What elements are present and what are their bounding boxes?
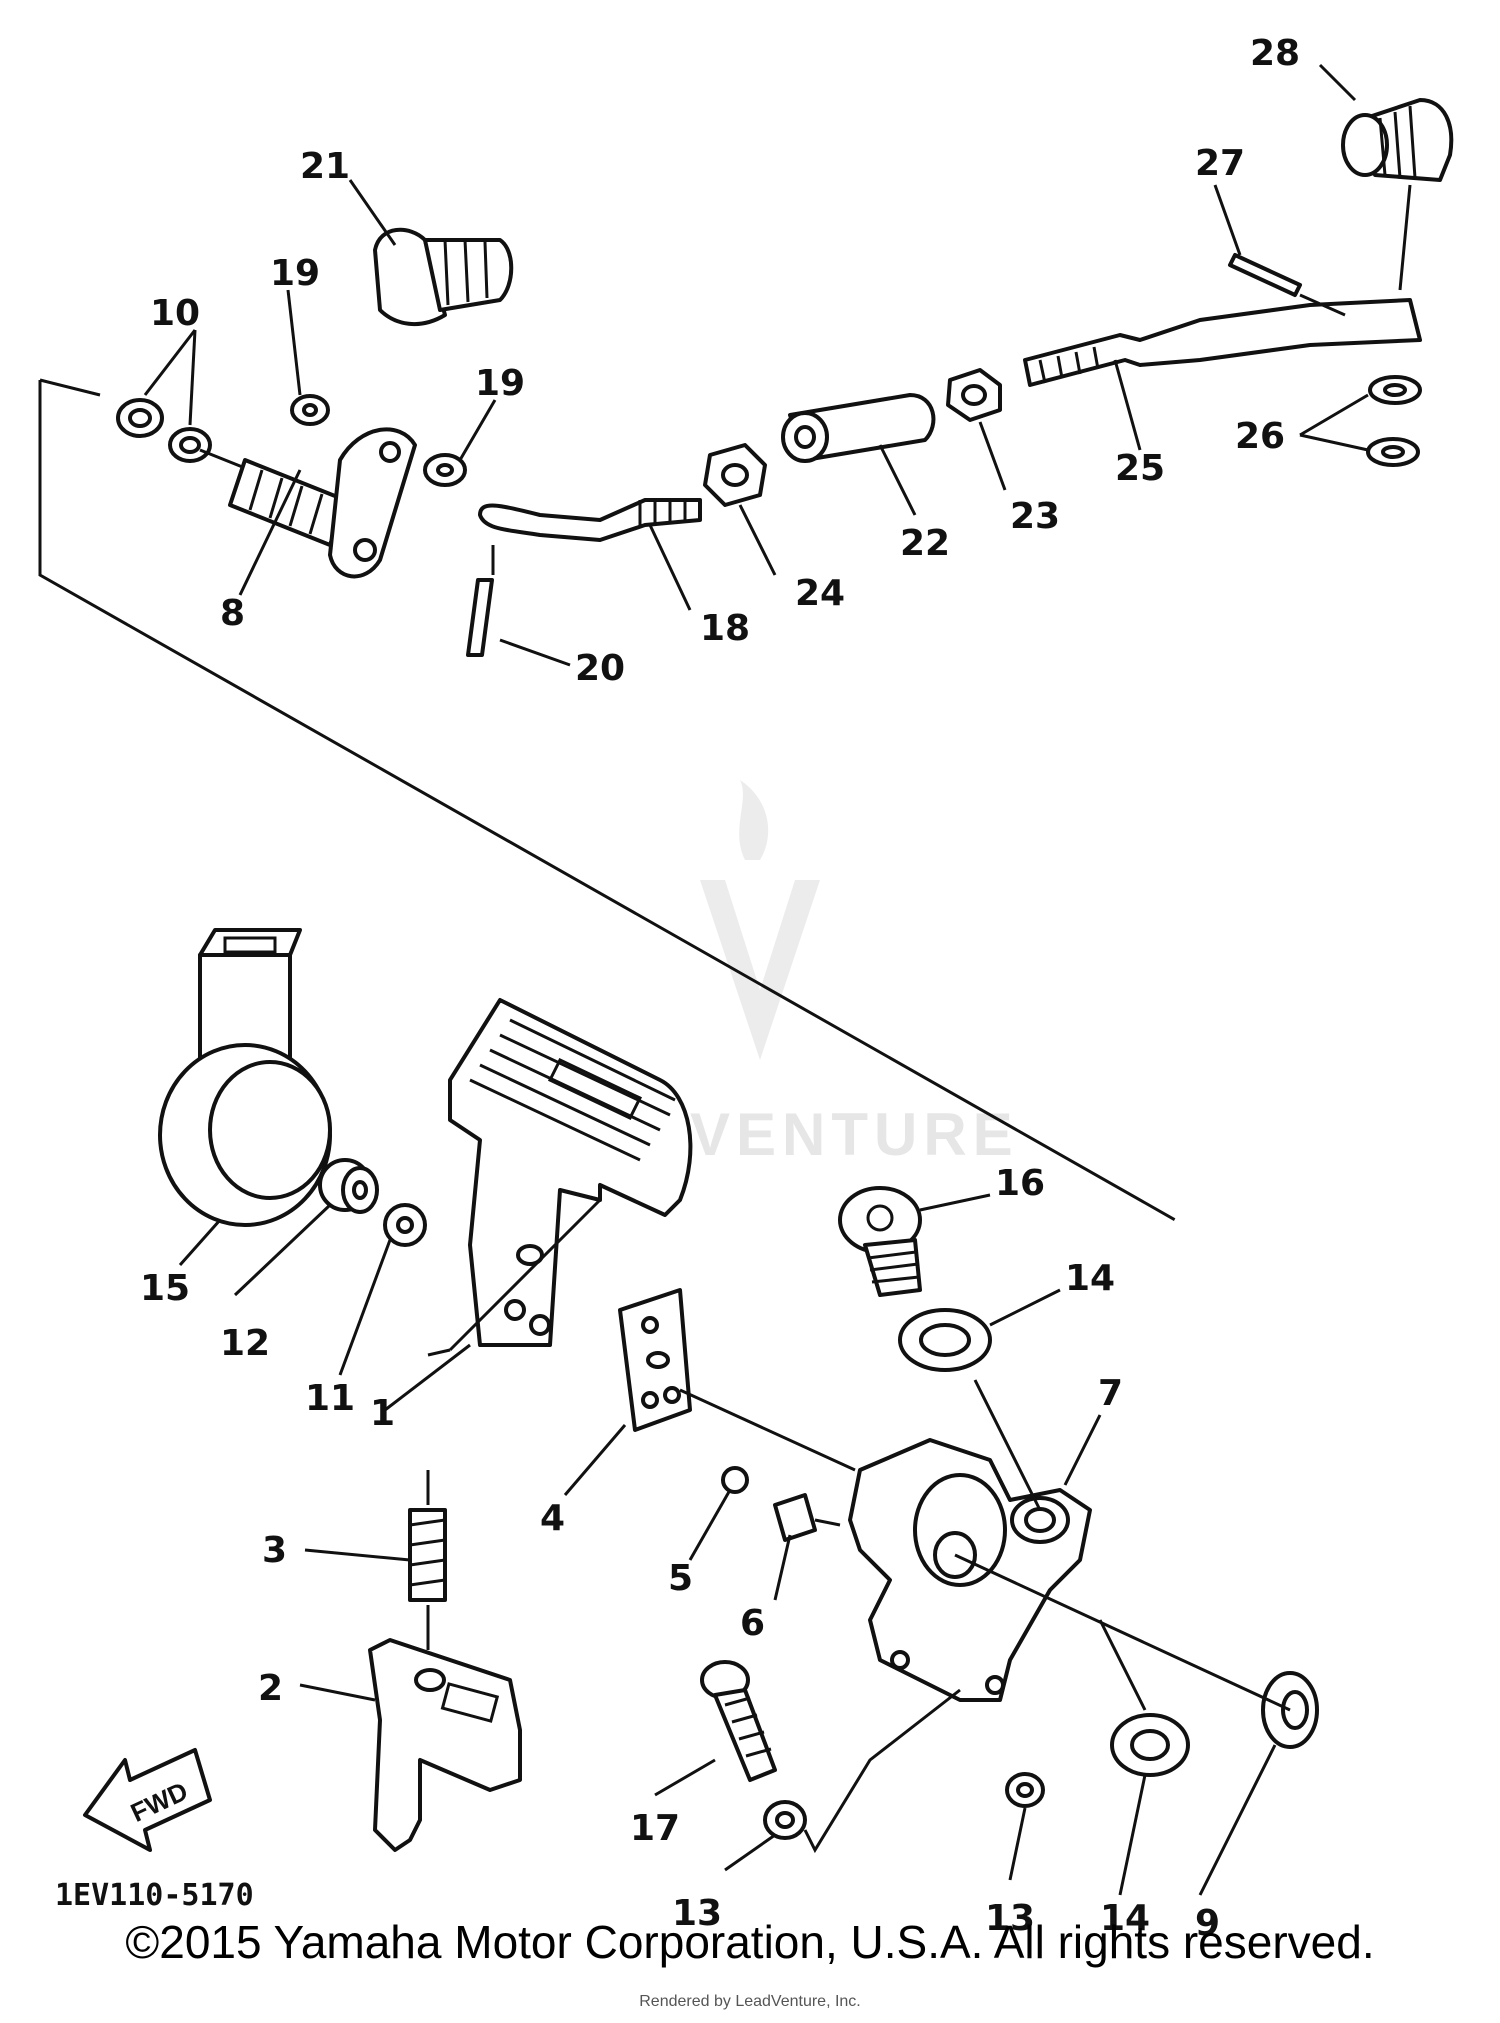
part-22-joint-sleeve xyxy=(781,393,936,463)
callout-26: 26 xyxy=(1235,416,1285,457)
part-11-washer xyxy=(383,1203,427,1247)
assembly-guide-lines xyxy=(427,1198,1291,1854)
callout-6: 6 xyxy=(740,1603,765,1644)
callout-2: 2 xyxy=(258,1668,283,1709)
part-19-washer-right xyxy=(423,453,467,487)
callout-16: 16 xyxy=(995,1163,1045,1204)
callout-3: 3 xyxy=(262,1530,287,1571)
part-27-cotter-pin xyxy=(1228,253,1346,317)
callout-10: 10 xyxy=(150,293,200,334)
part-13-washer-left xyxy=(763,1800,807,1840)
watermark-text: VENTURE xyxy=(690,1101,1019,1168)
callout-7: 7 xyxy=(1098,1373,1123,1414)
watermark: VENTURE xyxy=(690,780,1019,1168)
part-5-ball xyxy=(721,1466,749,1494)
part-23-nut xyxy=(946,368,1002,422)
callout-18: 18 xyxy=(700,608,750,649)
part-4-stopper-plate xyxy=(618,1288,692,1432)
callout-19-right: 19 xyxy=(475,363,525,404)
callout-12: 12 xyxy=(220,1323,270,1364)
callout-20: 20 xyxy=(575,648,625,689)
callout-14-lower: 14 xyxy=(1100,1898,1150,1939)
part-8-shift-lever-shaft xyxy=(199,427,417,579)
part-16-bolt xyxy=(838,1186,922,1297)
callout-9: 9 xyxy=(1195,1903,1220,1944)
part-18-shift-rod xyxy=(478,498,702,542)
diagram-code: 1EV110-5170 xyxy=(55,1878,254,1913)
assembly-boundary xyxy=(38,378,1362,1757)
part-1-shift-handle xyxy=(448,998,693,1347)
part-17-bolt xyxy=(700,1660,777,1782)
fwd-arrow: FWD xyxy=(83,1748,212,1852)
callout-24: 24 xyxy=(795,573,845,614)
callout-8: 8 xyxy=(220,593,245,634)
callout-5: 5 xyxy=(668,1558,693,1599)
callout-17: 17 xyxy=(630,1808,680,1849)
part-14-washer-upper xyxy=(898,1308,992,1372)
callout-15: 15 xyxy=(140,1268,190,1309)
part-15-collar xyxy=(158,928,332,1227)
part-26-washers xyxy=(1366,375,1422,467)
part-13-washer-right xyxy=(1005,1772,1045,1808)
callout-13-right: 13 xyxy=(985,1898,1035,1939)
callout-27: 27 xyxy=(1195,143,1245,184)
part-10-washers xyxy=(116,398,212,463)
part-21-rubber-boot xyxy=(373,227,514,327)
callout-23: 23 xyxy=(1010,496,1060,537)
callout-22: 22 xyxy=(900,523,950,564)
callout-13-left: 13 xyxy=(672,1893,722,1934)
callout-11: 11 xyxy=(305,1378,355,1419)
part-3-spring xyxy=(408,1470,447,1650)
part-20-cotter-pin xyxy=(466,545,495,657)
callout-19-left: 19 xyxy=(270,253,320,294)
callout-numbers: 1 2 3 4 5 6 7 8 9 10 11 12 13 13 14 14 1… xyxy=(140,33,1300,1944)
part-28-rubber-boot xyxy=(1341,98,1454,291)
callout-21: 21 xyxy=(300,146,350,187)
callout-28: 28 xyxy=(1250,33,1300,74)
callout-4: 4 xyxy=(540,1498,565,1539)
part-12-bushing xyxy=(318,1158,379,1214)
rendered-by-credit: Rendered by LeadVenture, Inc. xyxy=(639,1993,861,2010)
callout-1: 1 xyxy=(370,1393,395,1434)
leader-lines xyxy=(143,63,1369,1896)
part-14-washer-lower xyxy=(1110,1713,1190,1777)
callout-25: 25 xyxy=(1115,448,1165,489)
callout-14-upper: 14 xyxy=(1065,1258,1115,1299)
part-6-spring xyxy=(773,1493,841,1542)
copyright-notice: ©2015 Yamaha Motor Corporation, U.S.A. A… xyxy=(125,1916,1375,1968)
part-25-shift-rod xyxy=(1023,298,1422,387)
part-7-shift-bracket xyxy=(848,1438,1092,1702)
part-19-washer-left xyxy=(290,394,330,426)
part-24-nut xyxy=(703,443,767,507)
part-2-detent-block xyxy=(368,1638,522,1852)
